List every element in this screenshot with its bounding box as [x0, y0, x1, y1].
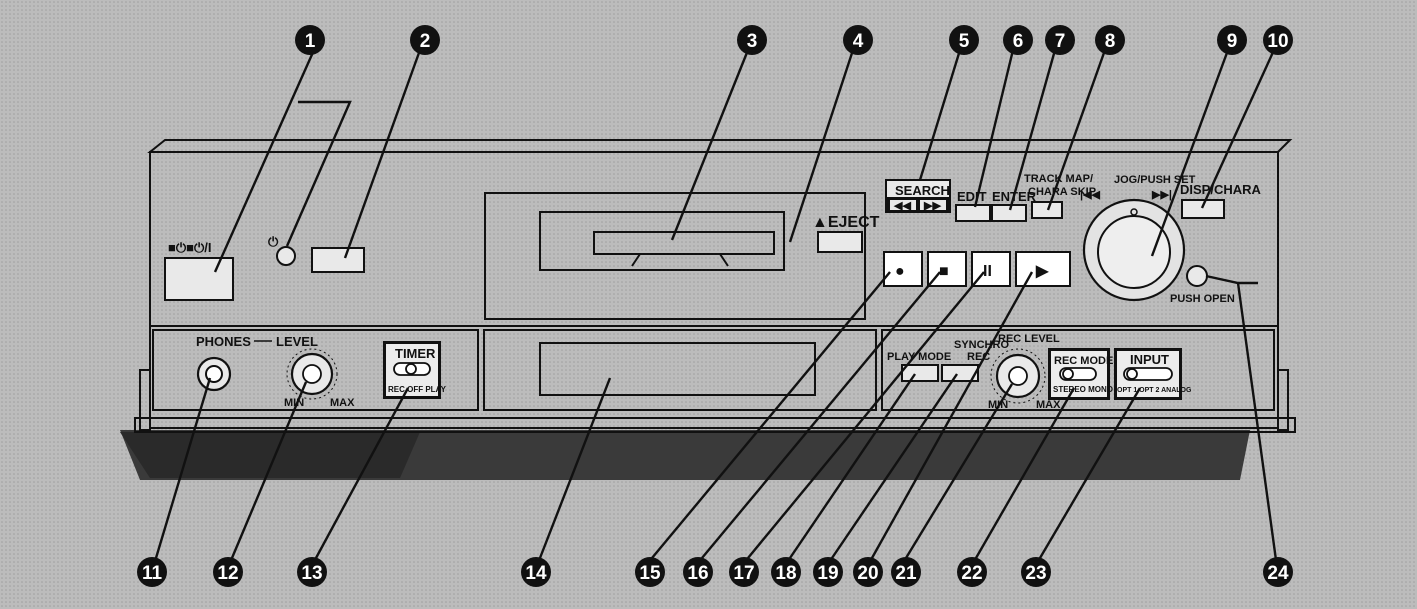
record-button[interactable] — [883, 251, 923, 287]
rec-level-scale — [990, 348, 1046, 404]
callout-11: 11 — [142, 563, 163, 584]
remote-sensor — [311, 247, 365, 273]
push-open-label: PUSH OPEN — [1170, 293, 1235, 305]
callout-10: 10 — [1267, 31, 1288, 52]
push-open-button[interactable] — [1186, 265, 1208, 287]
track-map-chara-skip-button[interactable] — [1031, 201, 1063, 219]
jog-next-icon: ▶▶| — [1151, 189, 1172, 201]
callout-12: 12 — [217, 563, 238, 584]
play-icon: ▶ — [1035, 263, 1049, 280]
lower-display-frame — [483, 329, 877, 411]
input-label: INPUT — [1130, 352, 1169, 367]
disc-door — [539, 211, 785, 271]
disc-display-frame — [484, 192, 866, 320]
side-right — [1277, 369, 1289, 431]
input-options-label: OPT 1 OPT 2 ANALOG — [1117, 387, 1192, 394]
unit-shadow-left — [120, 432, 420, 478]
callout-7: 7 — [1055, 31, 1066, 52]
record-icon: ● — [895, 263, 905, 280]
rec-mode-label: REC MODE — [1054, 355, 1113, 367]
phones-timer-section — [152, 329, 479, 411]
callout-6: 6 — [1013, 31, 1024, 52]
fast-forward-icon: ▶▶ — [923, 200, 941, 212]
timer-label: TIMER — [395, 346, 436, 361]
callout-22: 22 — [961, 563, 982, 584]
synchro-rec-button[interactable] — [941, 364, 979, 382]
callout-13: 13 — [301, 563, 322, 584]
phones-max-label: MAX — [330, 397, 355, 409]
search-forward-button[interactable] — [918, 198, 948, 212]
lower-display-window — [539, 342, 816, 396]
callout-21: 21 — [895, 563, 917, 584]
callout-8: 8 — [1105, 31, 1116, 52]
stop-icon: ■ — [939, 263, 949, 280]
callout-20: 20 — [857, 563, 878, 584]
callout-1: 1 — [305, 31, 316, 52]
enter-button[interactable] — [991, 204, 1027, 222]
play-button[interactable] — [1015, 251, 1071, 287]
search-rewind-button[interactable] — [888, 198, 918, 212]
jog-prev-icon: |◀◀ — [1080, 189, 1101, 201]
rec-level-label: REC LEVEL — [998, 333, 1060, 345]
leader-lines — [154, 49, 1278, 561]
callout-18: 18 — [775, 563, 796, 584]
callout-5: 5 — [959, 31, 970, 52]
callout-2: 2 — [420, 31, 431, 52]
callout-3: 3 — [747, 31, 758, 52]
standby-indicator — [276, 246, 296, 266]
standby-symbol: ⏻ — [268, 234, 279, 249]
callout-15: 15 — [639, 563, 661, 584]
jog-dial[interactable] — [1097, 215, 1171, 289]
rec-mode-options-label: STEREO MONO — [1053, 385, 1113, 394]
side-left — [139, 369, 151, 431]
timer-modes-label: REC OFF PLAY — [388, 385, 447, 394]
unit-body — [149, 151, 1279, 429]
pause-button[interactable] — [971, 251, 1011, 287]
callout-23: 23 — [1025, 563, 1046, 584]
play-mode-button[interactable] — [901, 364, 939, 382]
callout-19: 19 — [817, 563, 838, 584]
phones-level-scale — [286, 348, 338, 400]
search-label: SEARCH — [895, 183, 950, 198]
phones-label: PHONES — [196, 334, 251, 349]
phones-level-label: LEVEL — [276, 334, 318, 349]
eject-button[interactable] — [817, 231, 863, 253]
power-label: ■⏻■⏻/I — [168, 240, 212, 255]
callout-24: 24 — [1267, 563, 1289, 584]
synchro-label: SYNCHRO — [954, 339, 1009, 351]
callout-4: 4 — [853, 31, 864, 52]
power-button[interactable] — [164, 257, 234, 301]
edit-label: EDIT — [957, 189, 987, 204]
edit-button[interactable] — [955, 204, 991, 222]
play-mode-label: PLAY MODE — [887, 351, 951, 363]
rewind-icon: ◀◀ — [893, 200, 911, 212]
jog-dial-marker — [1130, 208, 1138, 216]
pause-icon: II — [983, 263, 992, 280]
callout-17: 17 — [733, 563, 754, 584]
jog-push-set-label: JOG/PUSH SET — [1114, 174, 1196, 186]
callout-14: 14 — [525, 563, 547, 584]
synchro-rec-label: REC — [967, 351, 990, 363]
callouts: 1 2 3 4 5 6 7 8 9 10 11 12 13 14 15 16 1… — [137, 25, 1293, 587]
rec-section — [881, 329, 1275, 411]
chara-skip-label: CHARA SKIP — [1028, 186, 1096, 198]
callout-9: 9 — [1227, 31, 1238, 52]
rec-max-label: MAX — [1036, 399, 1061, 411]
unit-base — [134, 417, 1296, 433]
disp-chara-label: DISP/CHARA — [1180, 182, 1262, 197]
eject-label: ▲EJECT — [812, 214, 880, 231]
callout-16: 16 — [687, 563, 708, 584]
disp-chara-button[interactable] — [1181, 199, 1225, 219]
